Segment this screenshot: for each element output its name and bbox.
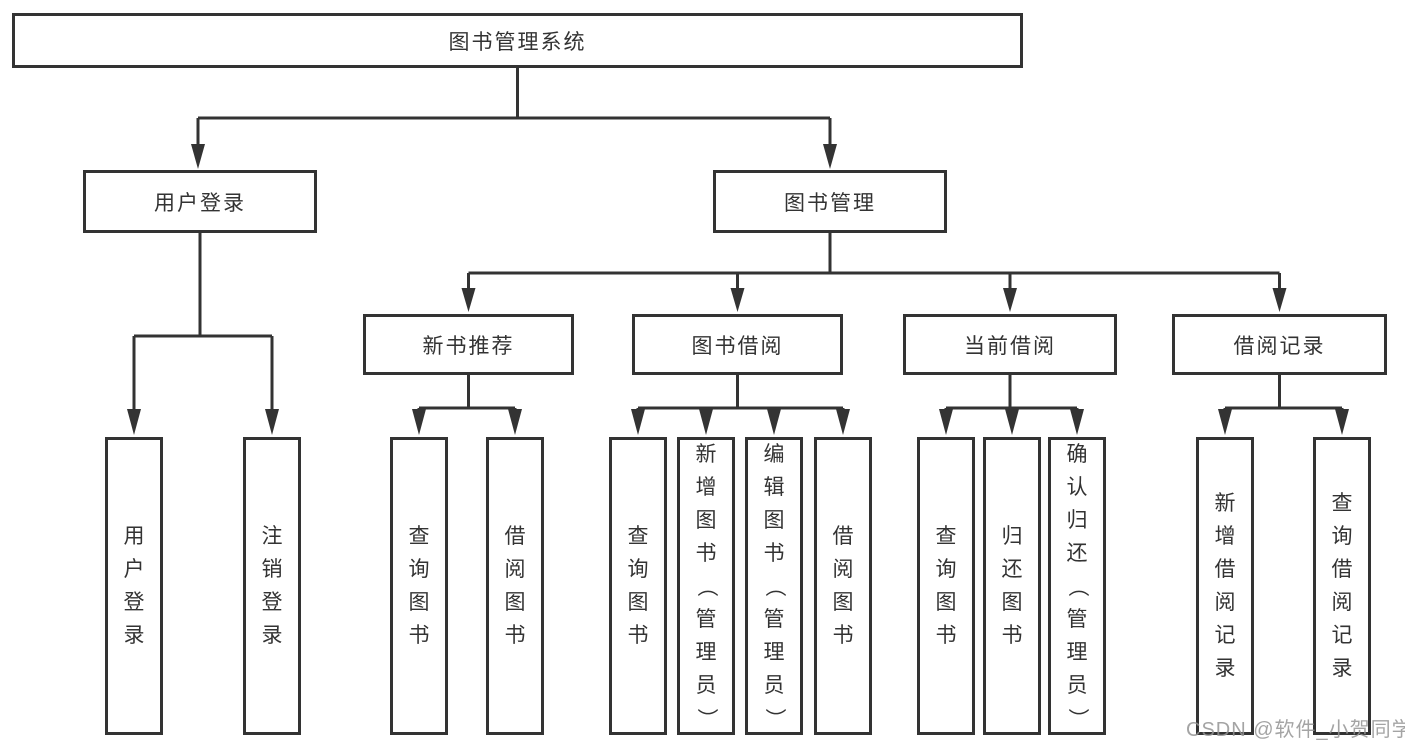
arrowhead <box>730 288 745 312</box>
node-add-borrow-record: 新增借阅记录 <box>1196 437 1254 735</box>
node-edit-book-admin: 编辑图书（管理员） <box>745 437 803 735</box>
node-label: 新增借阅记录 <box>1214 492 1236 680</box>
arrowhead <box>265 409 279 435</box>
node-logout-leaf: 注销登录 <box>243 437 301 735</box>
node-return-books: 归还图书 <box>983 437 1041 735</box>
node-label: 当前借阅 <box>964 334 1056 358</box>
arrowhead <box>767 409 781 435</box>
arrowhead <box>1335 409 1349 435</box>
node-user-login: 用户登录 <box>83 170 317 233</box>
node-borrow-records: 借阅记录 <box>1172 314 1387 375</box>
arrowhead <box>508 409 522 435</box>
node-label: 注销登录 <box>261 525 283 647</box>
node-label: 借阅图书 <box>504 525 526 647</box>
connector-line <box>636 375 845 411</box>
node-label: 用户登录 <box>123 525 145 647</box>
connector-new-book-recommend-branch <box>412 375 522 435</box>
arrowhead <box>836 409 850 435</box>
node-label: 归还图书 <box>1001 525 1023 647</box>
node-book-management: 图书管理 <box>713 170 947 233</box>
node-label: 查询图书 <box>627 525 649 647</box>
node-new-book-recommend: 新书推荐 <box>363 314 574 375</box>
arrowhead <box>1005 409 1019 435</box>
node-user-login-leaf: 用户登录 <box>105 437 163 735</box>
arrowhead <box>1003 288 1017 312</box>
arrowhead <box>699 409 713 435</box>
node-label: 借阅图书 <box>832 525 854 647</box>
node-label: 确认归还（管理员） <box>1065 442 1089 729</box>
node-book-borrow: 图书借阅 <box>632 314 843 375</box>
connector-borrow-records-branch <box>1218 375 1349 435</box>
node-borrow-books-leaf: 借阅图书 <box>814 437 872 735</box>
connector-book-borrow-branch <box>631 375 850 435</box>
connector-line <box>467 233 1281 290</box>
node-query-borrow-record: 查询借阅记录 <box>1313 437 1371 735</box>
arrowhead <box>1272 288 1287 312</box>
connector-book-management-branch <box>461 233 1287 312</box>
arrowhead <box>127 409 141 435</box>
connector-line <box>1223 375 1344 411</box>
connector-line <box>196 68 832 146</box>
arrowhead <box>939 409 953 435</box>
node-borrow-books-recommend: 借阅图书 <box>486 437 544 735</box>
node-query-books-recommend: 查询图书 <box>390 437 448 735</box>
node-current-borrow: 当前借阅 <box>903 314 1117 375</box>
arrowhead <box>412 409 426 435</box>
node-label: 图书管理 <box>784 191 876 215</box>
connector-line <box>417 375 517 411</box>
node-label: 新书推荐 <box>422 334 515 358</box>
connector-line <box>944 375 1079 411</box>
node-query-books-current: 查询图书 <box>917 437 975 735</box>
node-query-books-borrow: 查询图书 <box>609 437 667 735</box>
node-library-management-system: 图书管理系统 <box>12 13 1023 68</box>
arrowhead <box>1070 409 1084 435</box>
arrowhead <box>823 144 837 169</box>
node-label: 新增图书（管理员） <box>694 442 718 729</box>
connector-root-to-level2 <box>191 68 837 169</box>
node-label: 图书借阅 <box>691 334 784 358</box>
node-label: 编辑图书（管理员） <box>762 442 786 729</box>
node-add-book-admin: 新增图书（管理员） <box>677 437 735 735</box>
connector-user-login-branch <box>127 233 279 435</box>
node-label: 查询借阅记录 <box>1331 492 1353 680</box>
node-label: 借阅记录 <box>1233 334 1326 358</box>
csdn-watermark: CSDN @软件_小贺同学 <box>1186 719 1405 741</box>
connector-line <box>132 233 274 411</box>
arrowhead <box>631 409 645 435</box>
node-label: 用户登录 <box>154 191 246 215</box>
arrowhead <box>1218 409 1232 435</box>
node-label: 查询图书 <box>935 525 957 647</box>
arrowhead <box>461 288 476 312</box>
node-confirm-return-admin: 确认归还（管理员） <box>1048 437 1106 735</box>
node-label: 图书管理系统 <box>448 30 587 54</box>
node-label: 查询图书 <box>408 525 430 647</box>
arrowhead <box>191 144 205 169</box>
connector-current-borrow-branch <box>939 375 1084 435</box>
